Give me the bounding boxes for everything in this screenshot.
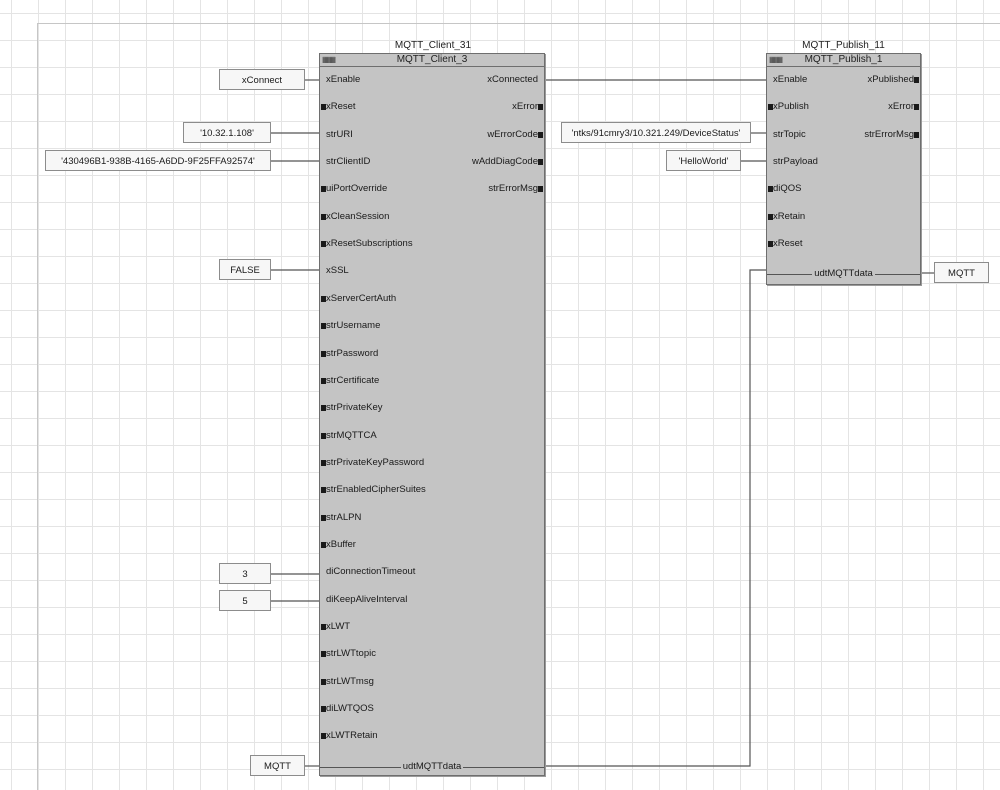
function-block-icon: ▦▦ [769,55,783,64]
var-mqtt-client[interactable]: MQTT [250,755,305,776]
publish-input-diqos[interactable]: diQOS [768,183,802,195]
const-keepalive[interactable]: 5 [219,590,271,611]
const-topic[interactable]: 'ntks/91cmry3/10.321.249/DeviceStatus' [561,122,751,143]
publish-output-strerrormsg[interactable]: strErrorMsg [864,128,919,140]
client-block-header: ▦▦ MQTT_Client_3 [320,54,544,67]
client-input-strprivatekeypassword[interactable]: strPrivateKeyPassword [320,456,425,468]
var-mqtt-publish[interactable]: MQTT [934,262,989,283]
client-input-xservercertauth[interactable]: xServerCertAuth [320,292,397,304]
publish-type-name: MQTT_Publish_1 [804,54,883,65]
const-ssl[interactable]: FALSE [219,259,271,280]
client-input-strprivatekey[interactable]: strPrivateKey [321,402,383,414]
client-input-xlwtretain[interactable]: xLWTRetain [321,730,378,742]
client-input-stralpn[interactable]: strALPN [320,511,362,523]
const-client-id[interactable]: '430496B1-938B-4165-A6DD-9F25FFA92574' [45,150,271,171]
client-input-strpassword[interactable]: strPassword [320,347,379,359]
client-input-xenable[interactable]: xEnable [326,74,361,85]
client-input-dikeepaliveinterval[interactable]: diKeepAliveInterval [326,593,408,605]
client-input-xssl[interactable]: xSSL [326,265,349,277]
client-input-strcertificate[interactable]: strCertificate [320,374,380,386]
publish-input-strpayload[interactable]: strPayload [773,156,818,168]
mqtt-publish-block[interactable]: ▦▦ MQTT_Publish_1 xEnable xPublish strTopi… [766,53,921,285]
client-input-dilwtqos[interactable]: diLWTQOS [321,703,374,715]
publish-input-xpublish[interactable]: xPublish [768,101,809,113]
publish-udtmqttdata-pin[interactable]: udtMQTTdata [767,267,920,281]
publish-input-xenable[interactable]: xEnable [773,74,808,85]
publish-output-xpublished[interactable]: xPublished [867,74,920,85]
function-block-icon: ▦▦ [322,55,336,64]
client-output-xconnected[interactable]: xConnected [487,74,538,85]
const-uri[interactable]: '10.32.1.108' [183,122,271,143]
client-input-xbuffer[interactable]: xBuffer [321,538,356,550]
client-input-struri[interactable]: strURI [326,128,353,140]
var-xconnect[interactable]: xConnect [219,69,305,90]
client-input-xreset[interactable]: xReset [321,101,356,113]
client-output-strerrormsg[interactable]: strErrorMsg [488,183,543,195]
client-input-strlwtmsg[interactable]: strLWTmsg [321,675,374,687]
publish-block-header: ▦▦ MQTT_Publish_1 [767,54,920,67]
publish-input-xreset[interactable]: xReset [768,238,803,250]
publish-output-xerror[interactable]: xError [888,101,919,113]
const-payload[interactable]: 'HelloWorld' [666,150,741,171]
publish-input-xretain[interactable]: xRetain [767,210,806,222]
client-input-xresetsubscriptions[interactable]: xResetSubscriptions [321,238,413,250]
client-input-strclientid[interactable]: strClientID [326,156,371,168]
client-type-name: MQTT_Client_3 [396,54,468,65]
client-input-strusername[interactable]: strUsername [320,320,381,332]
client-output-werrorcode[interactable]: wErrorCode [487,128,543,140]
client-input-strlwttopic[interactable]: strLWTtopic [321,648,376,660]
mqtt-client-block[interactable]: ▦▦ MQTT_Client_3 xEnable xReset strURI strC… [319,53,545,776]
client-input-strmqttca[interactable]: strMQTTCA [321,429,377,441]
client-input-strenabledciphersuites[interactable]: strEnabledCipherSuites [321,484,426,496]
const-conn-timeout[interactable]: 3 [219,563,271,584]
client-udtmqttdata-pin[interactable]: udtMQTTdata [320,760,544,774]
client-output-wadddiagcode[interactable]: wAddDiagCode [471,156,544,168]
client-input-xlwt[interactable]: xLWT [320,621,351,632]
ladder-work-area [37,23,1000,790]
client-input-uiportoverride[interactable]: uiPortOverride [320,183,388,195]
client-input-diconnectiontimeout[interactable]: diConnectionTimeout [326,566,416,578]
client-input-xcleansession[interactable]: xCleanSession [320,210,390,222]
publish-instance-name[interactable]: MQTT_Publish_11 [802,40,885,51]
client-instance-name[interactable]: MQTT_Client_31 [394,40,472,51]
publish-input-strtopic[interactable]: strTopic [773,128,806,140]
client-output-xerror[interactable]: xError [512,101,543,113]
